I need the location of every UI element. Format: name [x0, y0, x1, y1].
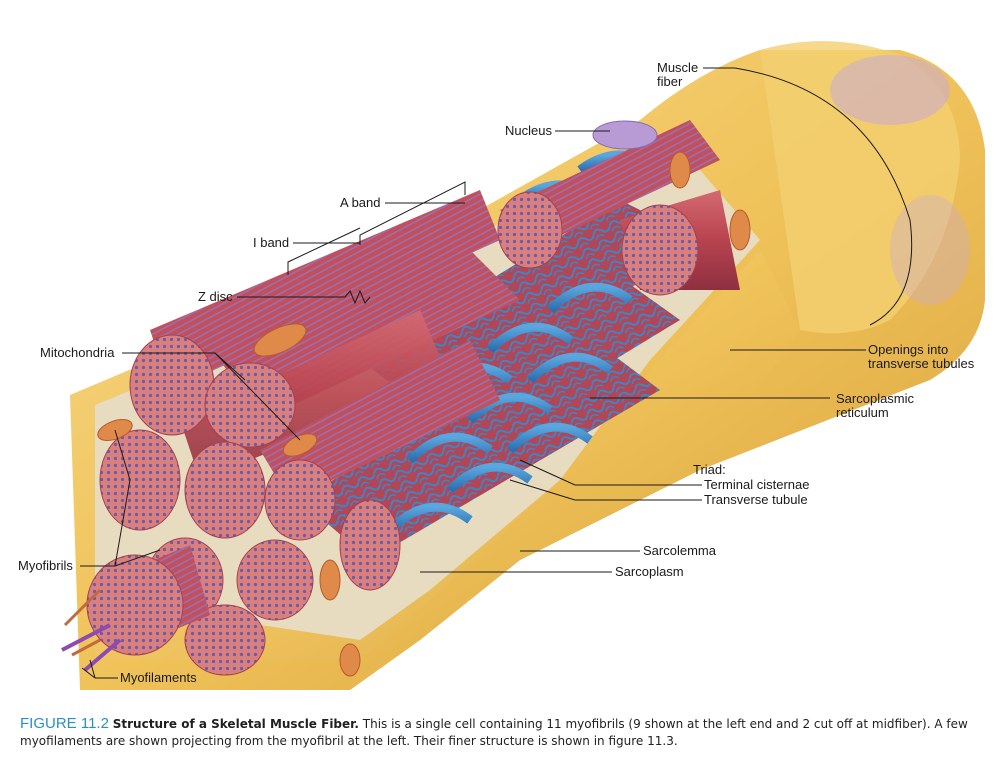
- label-openings-line2: transverse tubules: [868, 356, 975, 371]
- label-openings: Openings into transverse tubules: [868, 343, 974, 371]
- label-nucleus: Nucleus: [505, 123, 552, 138]
- label-terminal-cisternae: Terminal cisternae: [704, 477, 810, 492]
- label-muscle-fiber-line1: Muscle: [657, 60, 699, 75]
- label-myofilaments: Myofilaments: [120, 670, 197, 685]
- label-sarcoplasmic-line1: Sarcoplasmic: [836, 391, 915, 406]
- leader-lines: [80, 67, 913, 679]
- caption-text: This is a single cell containing 11 myof…: [20, 717, 968, 748]
- label-muscle-fiber: Muscle fiber: [657, 61, 698, 89]
- projecting-myofibril: [61, 545, 210, 672]
- label-openings-line1: Openings into: [868, 342, 949, 357]
- myofibril-ends: [99, 191, 699, 676]
- label-mitochondria: Mitochondria: [40, 345, 115, 360]
- caption-title: Structure of a Skeletal Muscle Fiber.: [112, 717, 359, 731]
- caption-figure-number: FIGURE 11.2: [20, 715, 109, 732]
- muscle-fiber-illustration: [61, 41, 985, 690]
- label-muscle-fiber-line2: fiber: [657, 74, 683, 89]
- label-sarcoplasm: Sarcoplasm: [615, 564, 684, 579]
- label-triad: Triad:: [693, 462, 726, 477]
- figure-caption: FIGURE 11.2 Structure of a Skeletal Musc…: [20, 715, 985, 750]
- label-sarcoplasmic-reticulum: Sarcoplasmic reticulum: [836, 392, 914, 420]
- label-a-band: A band: [340, 195, 381, 210]
- label-sarcolemma: Sarcolemma: [643, 543, 716, 558]
- label-transverse-tubule: Transverse tubule: [704, 492, 808, 507]
- label-sarcoplasmic-line2: reticulum: [836, 405, 889, 420]
- label-z-disc: Z disc: [198, 289, 233, 304]
- label-myofibrils: Myofibrils: [18, 558, 73, 573]
- nucleus: [592, 120, 658, 150]
- label-i-band: I band: [253, 235, 290, 250]
